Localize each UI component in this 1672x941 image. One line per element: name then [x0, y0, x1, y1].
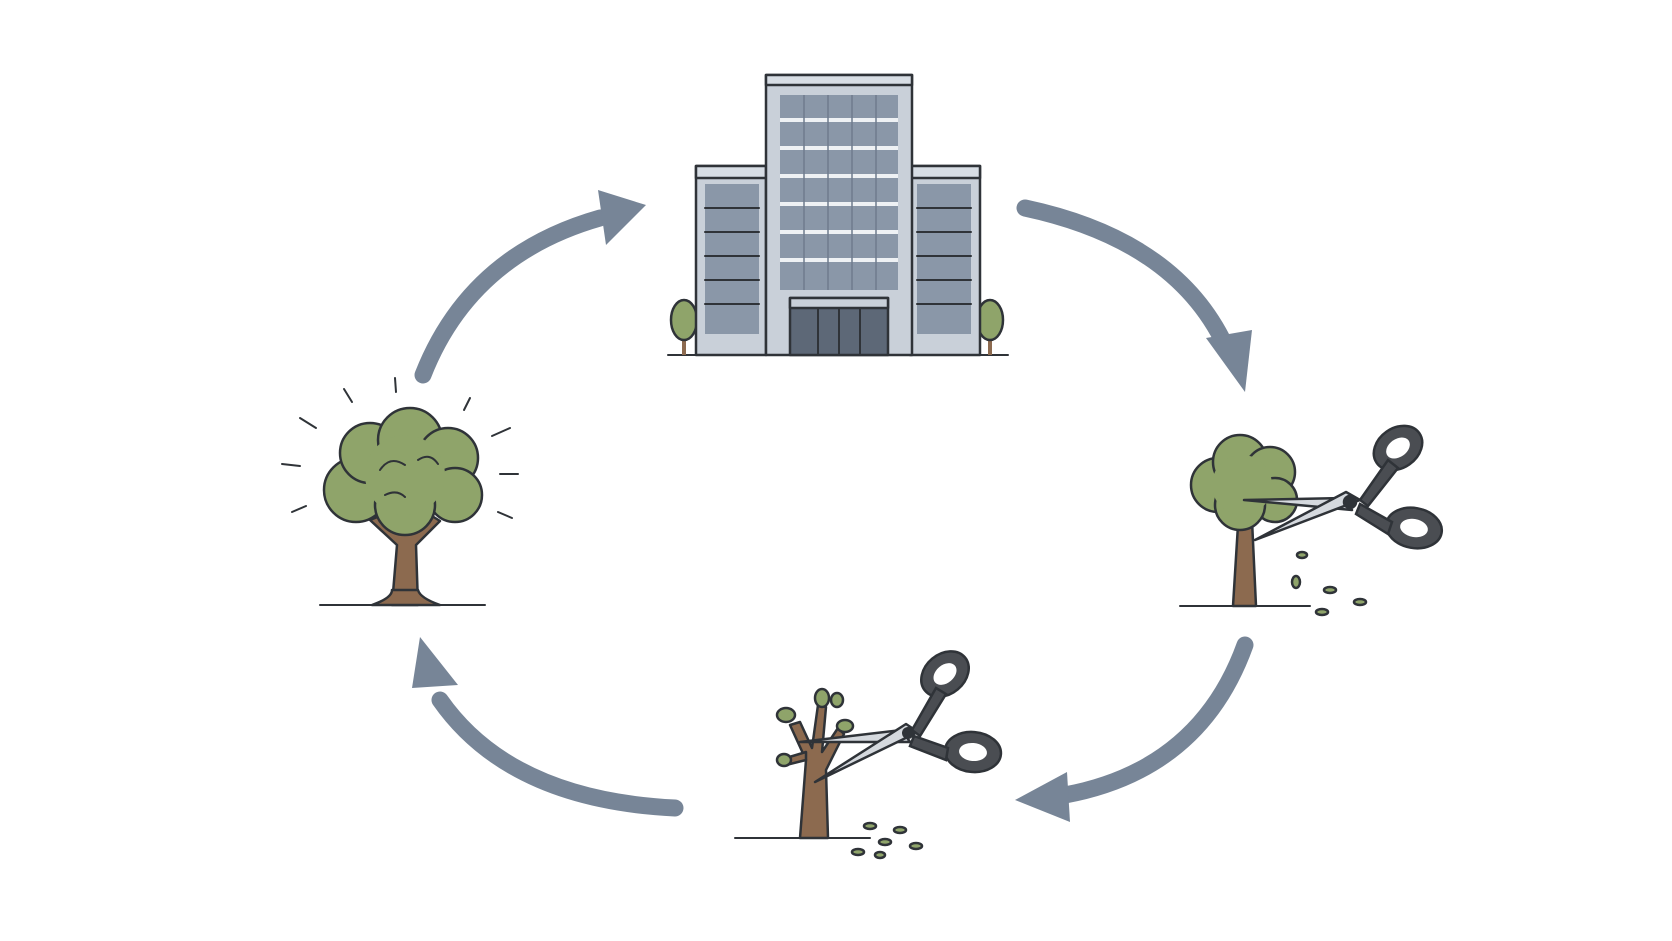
office-building-icon — [667, 73, 1009, 357]
fallen-clippings — [850, 821, 924, 860]
arrow-trimmed-tree-to-pruned-tree — [1015, 636, 1254, 822]
cycle-arrows — [412, 190, 1254, 822]
leaf-buds — [775, 687, 855, 768]
pruned-sapling-with-scissors-icon — [734, 650, 1003, 860]
arrow-building-to-trimmed-tree — [1016, 199, 1252, 392]
foliage — [1189, 433, 1299, 532]
small-tree-icon — [669, 298, 699, 355]
sparkle-rays — [281, 377, 519, 519]
arrow-regrown-tree-to-building — [414, 190, 646, 384]
healthy-tree-icon — [281, 377, 519, 607]
scissors-icon — [1242, 424, 1444, 550]
falling-leaves — [1290, 550, 1368, 617]
foliage — [322, 406, 484, 537]
scissors-icon — [798, 650, 1003, 784]
arrow-pruned-tree-to-regrown-tree — [412, 637, 684, 817]
tree-with-scissors-icon — [1179, 424, 1444, 617]
